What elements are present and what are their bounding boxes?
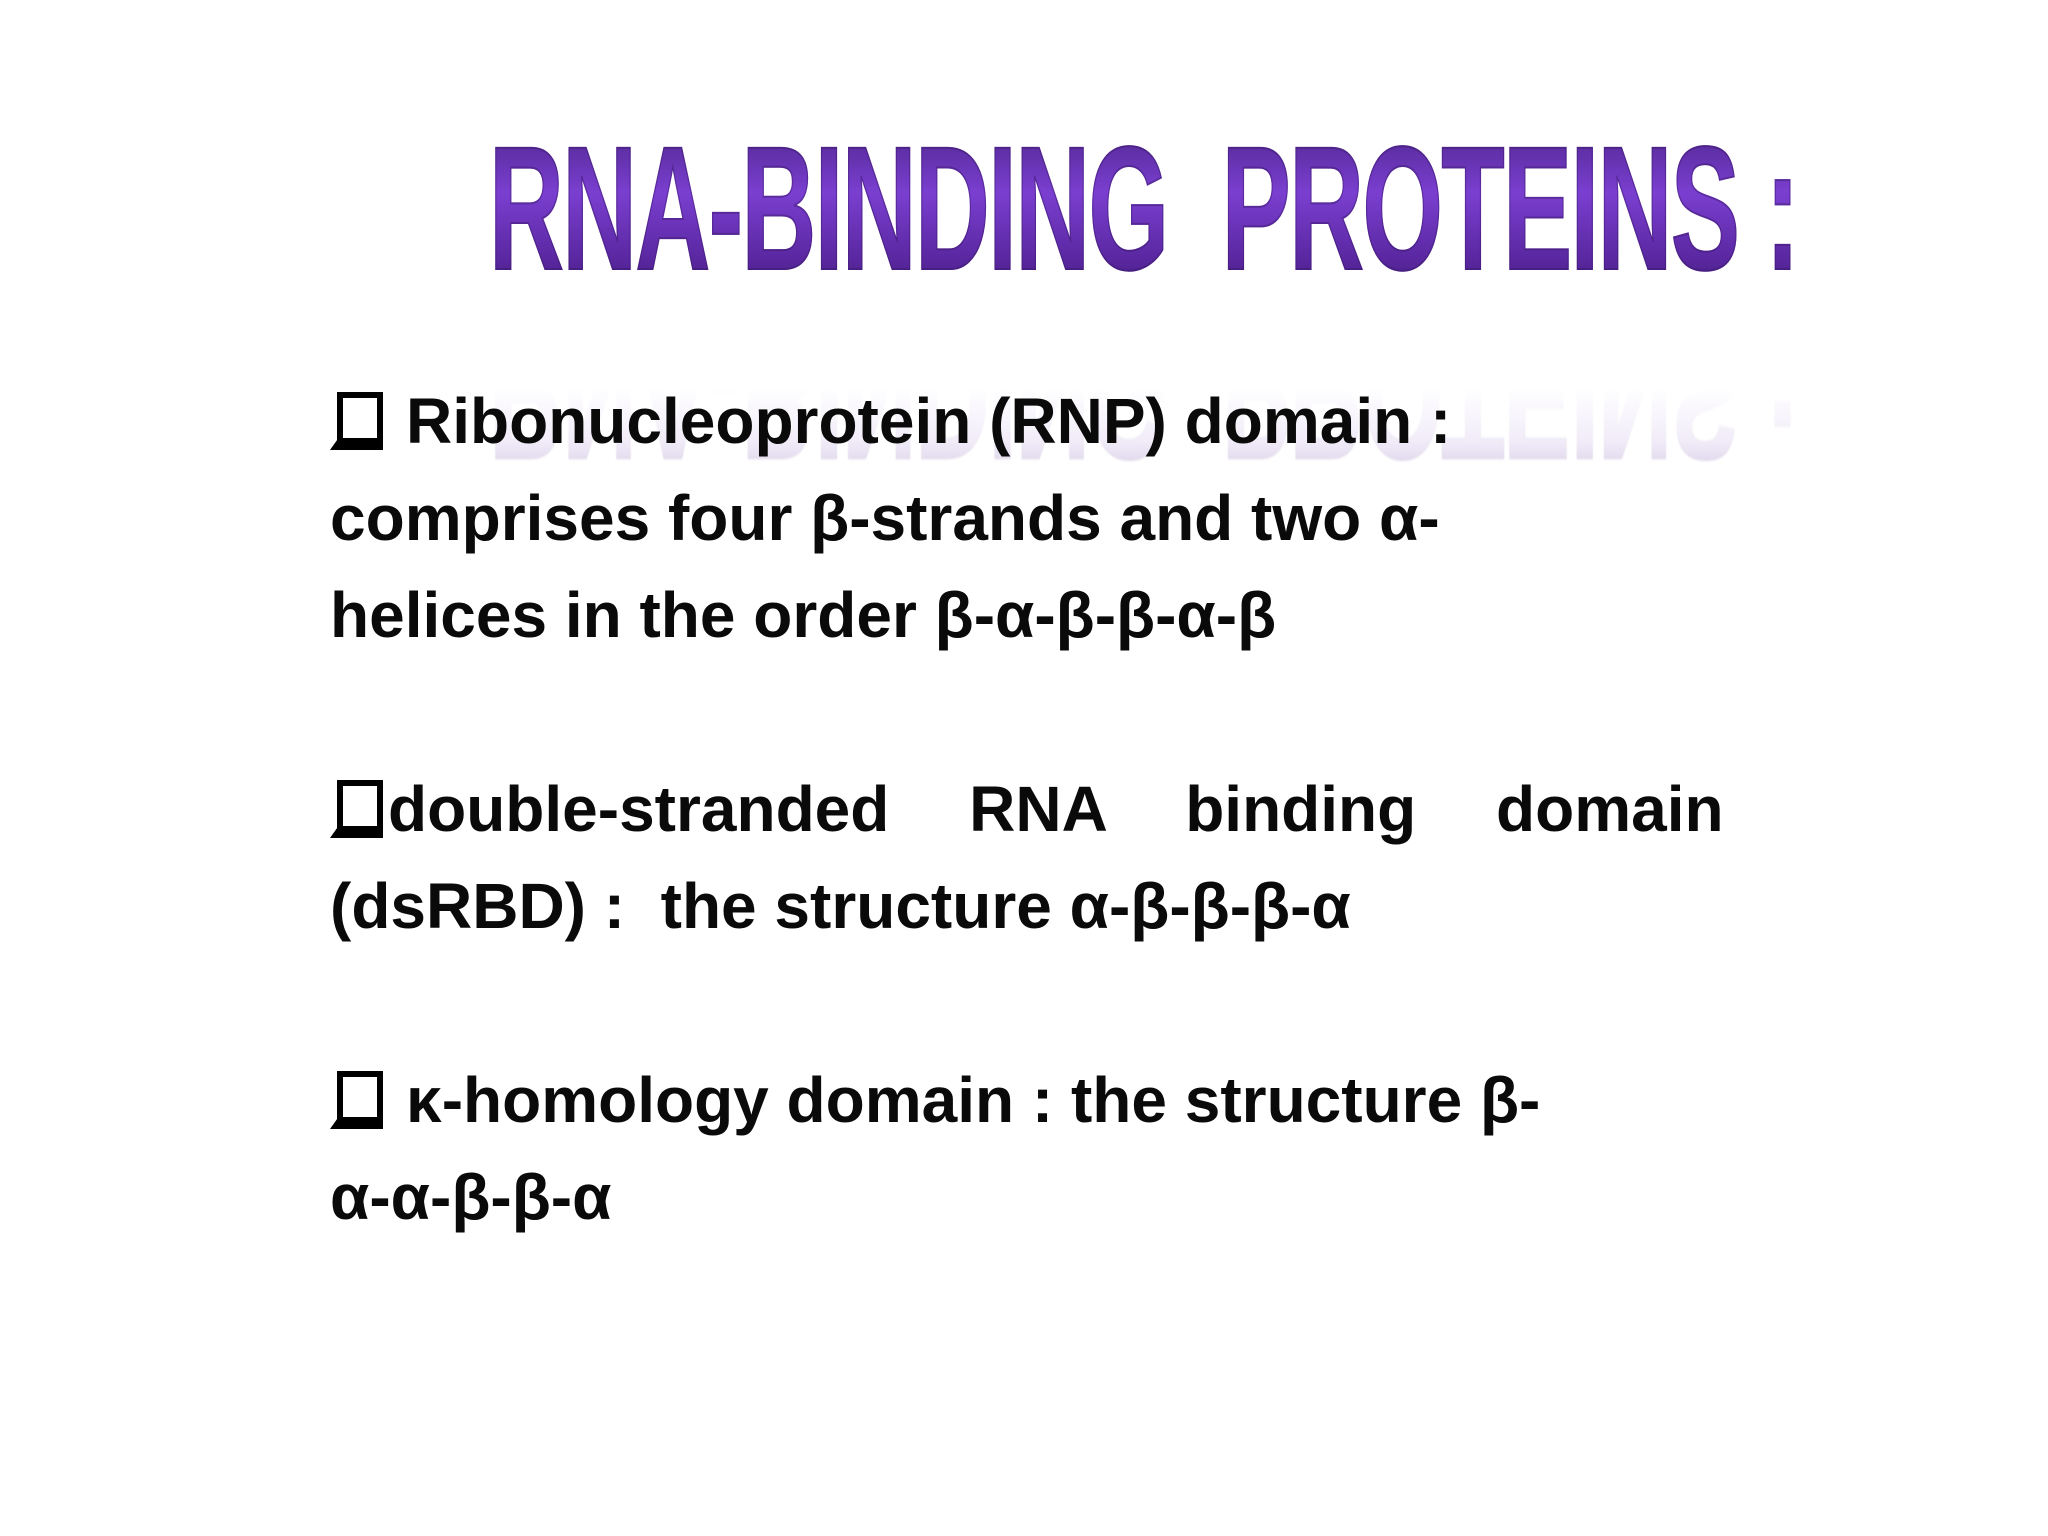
bullet-list: Ribonucleoprotein (RNP) domain : compris… (330, 373, 1830, 1246)
checkbox-bullet-icon (330, 392, 384, 452)
bullet-line: comprises four β-strands and two α- (330, 470, 1830, 567)
checkbox-bullet-icon (330, 780, 384, 840)
bullet-text: comprises four β-strands and two α- (330, 482, 1440, 554)
bullet-line: Ribonucleoprotein (RNP) domain : (330, 373, 1830, 470)
bullet-line: κ-homology domain : the structure β- (330, 1052, 1830, 1149)
title-block: RNA-BINDING PROTEINS : RNA-BINDING PROTE… (34, 108, 2048, 498)
bullet-line: (dsRBD) : the structure α-β-β-β-α (330, 858, 1830, 955)
bullet-text: double-stranded RNA binding domain (388, 773, 1724, 845)
bullet-item-rnp: Ribonucleoprotein (RNP) domain : compris… (330, 373, 1830, 664)
bullet-text: helices in the order β-α-β-β-α-β (330, 579, 1277, 651)
bullet-text: α-α-β-β-α (330, 1161, 612, 1233)
bullet-line: double-stranded RNA binding domain (330, 761, 1830, 858)
bullet-item-kh: κ-homology domain : the structure β- α-α… (330, 1052, 1830, 1246)
bullet-text: κ-homology domain : the structure β- (406, 1064, 1541, 1136)
checkbox-bullet-icon (330, 1071, 384, 1131)
bullet-text: (dsRBD) : the structure α-β-β-β-α (330, 870, 1351, 942)
bullet-text: Ribonucleoprotein (RNP) domain : (406, 385, 1452, 457)
bullet-line: helices in the order β-α-β-β-α-β (330, 567, 1830, 664)
bullet-line: α-α-β-β-α (330, 1149, 1830, 1246)
bullet-item-dsrbd: double-stranded RNA binding domain (dsRB… (330, 761, 1830, 955)
page-title: RNA-BINDING PROTEINS : (488, 108, 1800, 310)
